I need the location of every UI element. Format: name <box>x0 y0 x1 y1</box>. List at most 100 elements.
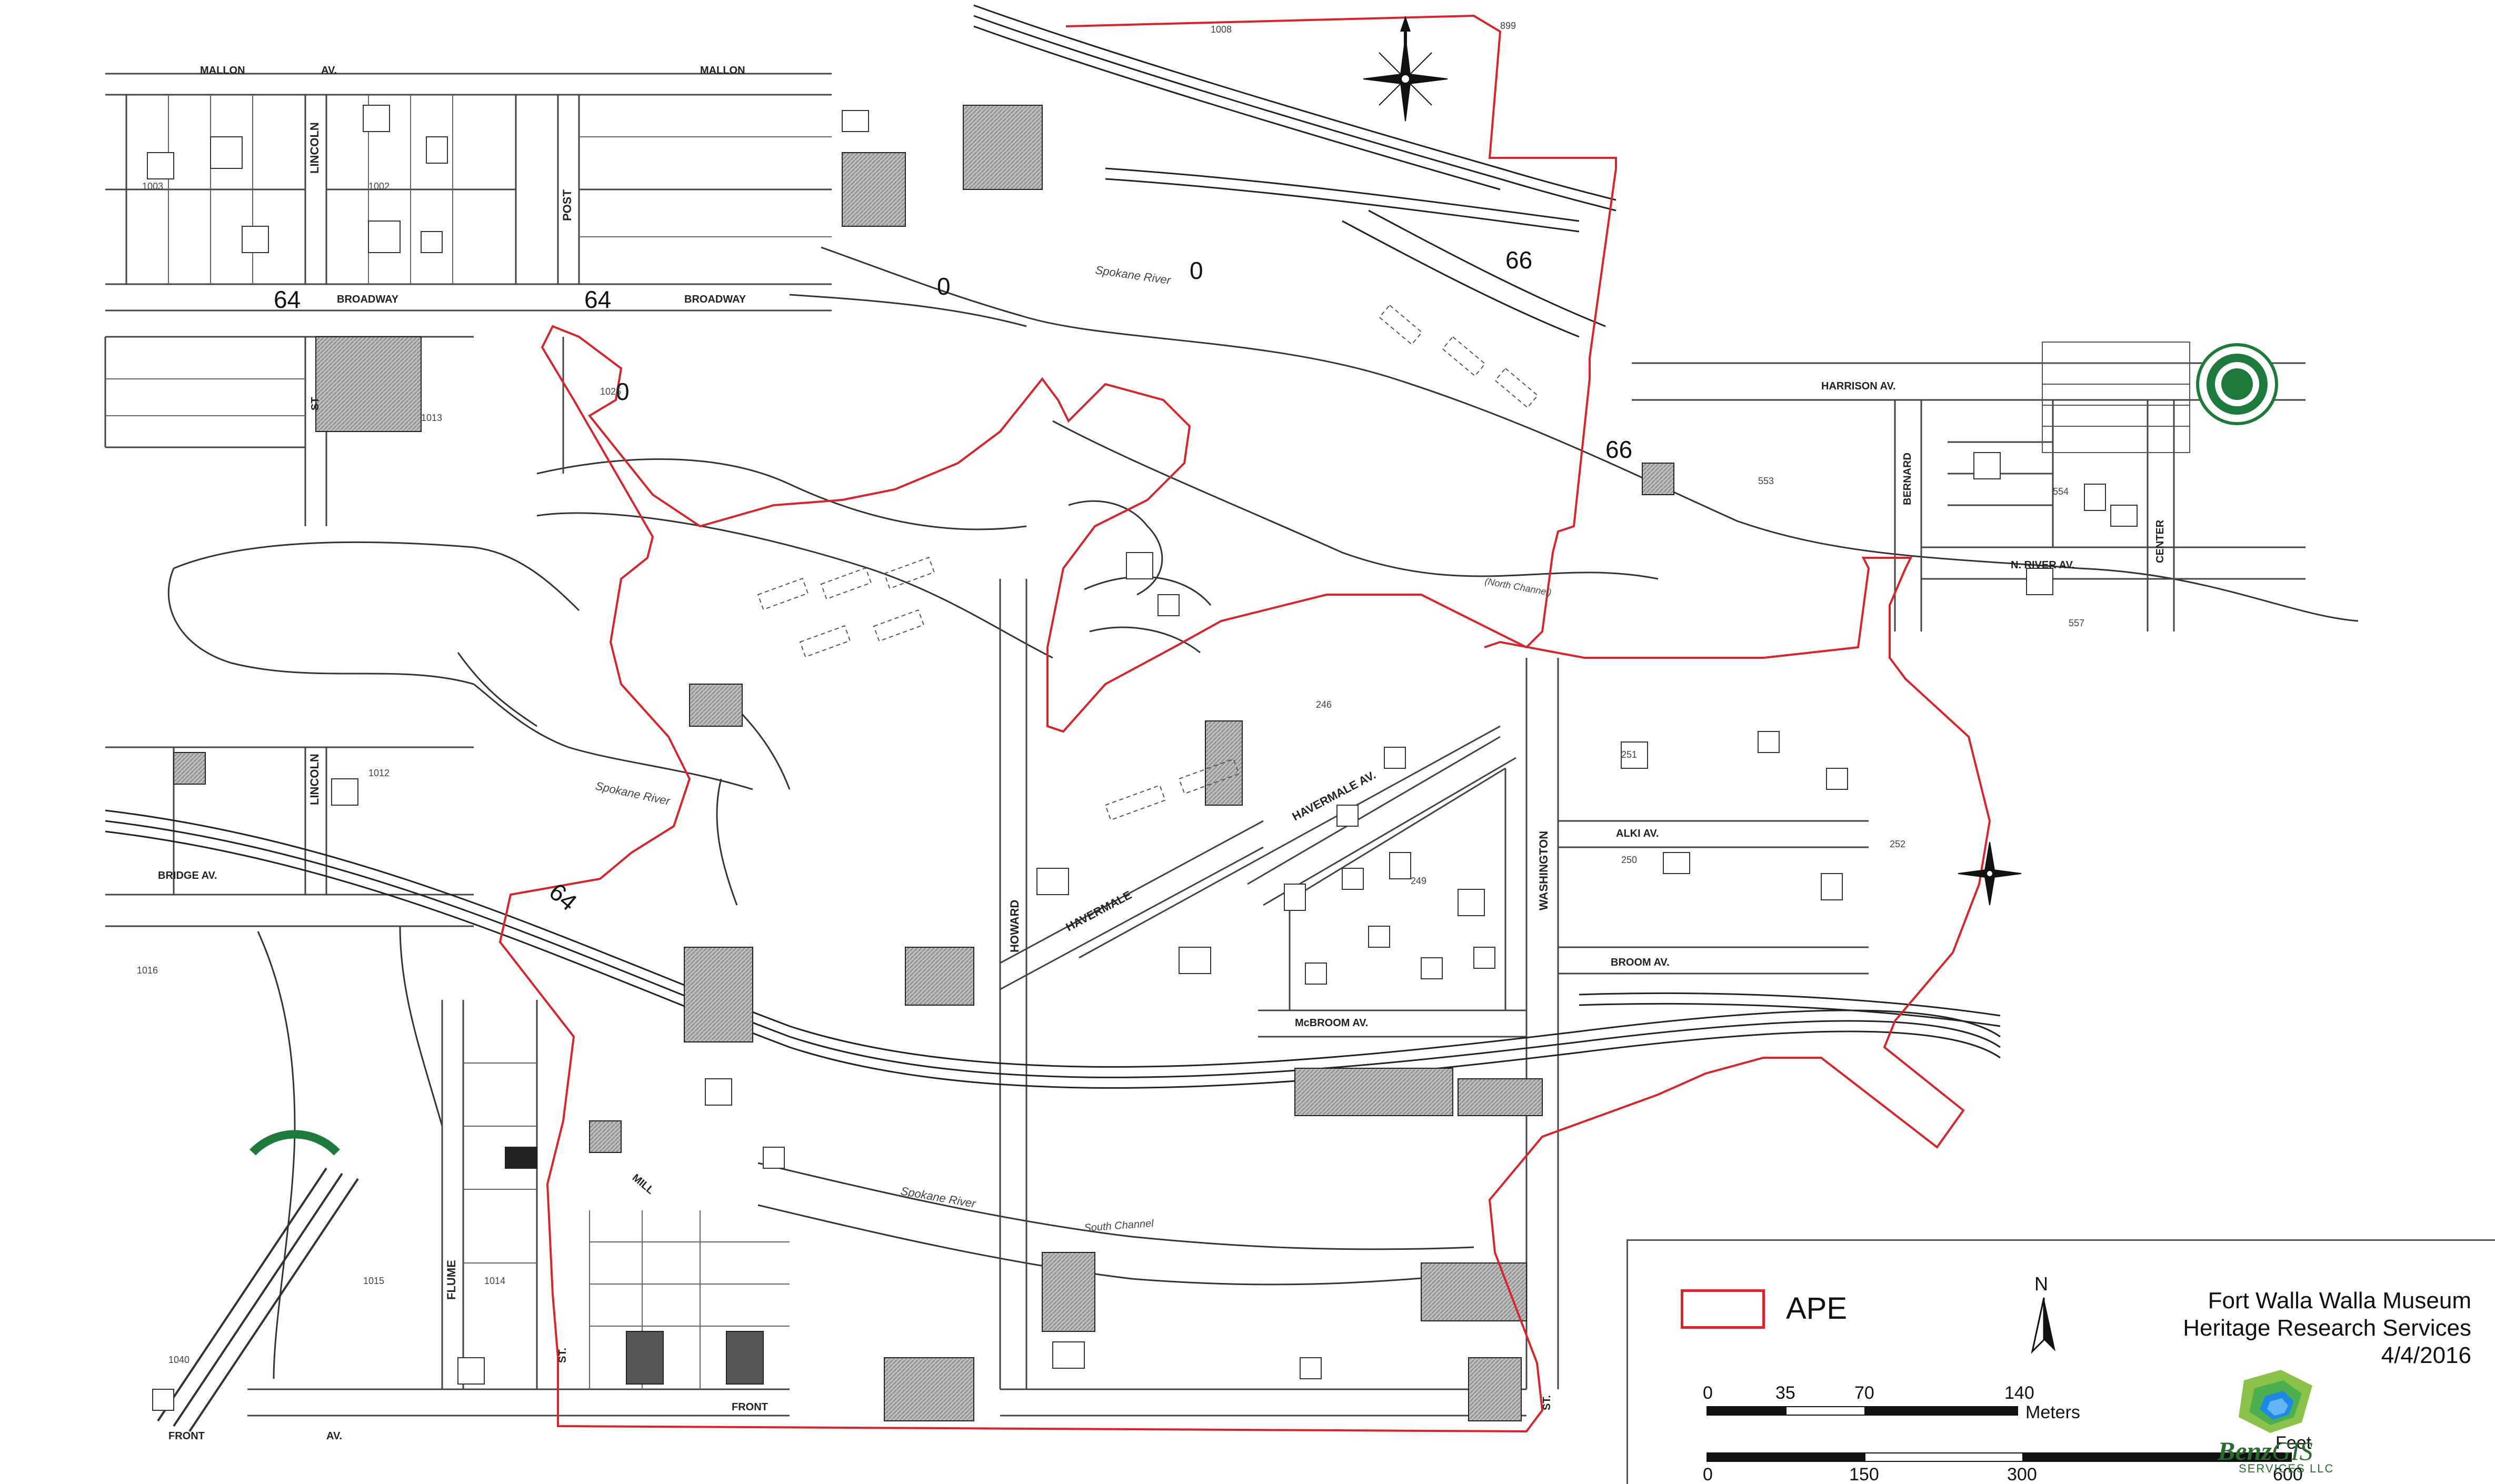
label-bernard: BERNARD <box>1902 453 1913 505</box>
label-flume: FLUME <box>445 1260 458 1300</box>
label-n-river-av: N. RIVER AV. <box>2011 559 2075 571</box>
lumber-yard-piles <box>757 304 1539 821</box>
lot-1002: 1002 <box>368 181 390 192</box>
benz-gis-subtitle: SERVICES LLC <box>2239 1462 2334 1475</box>
scale-f-300: 300 <box>2007 1465 2037 1484</box>
label-broadway-left: BROADWAY <box>337 294 399 305</box>
scale-m-140: 140 <box>2004 1383 2034 1403</box>
lot-554: 554 <box>2053 486 2069 497</box>
scale-f-600: 600 <box>2273 1465 2303 1484</box>
label-st-bottom: ST. <box>557 1348 568 1363</box>
label-bridge-av: BRIDGE AV. <box>158 870 217 881</box>
label-front-av: AV. <box>326 1430 342 1442</box>
river-shorelines <box>167 246 2359 1379</box>
scale-m-35: 35 <box>1775 1383 1795 1403</box>
street-labels: MALLON AV. MALLON BROADWAY BROADWAY LINC… <box>158 65 2166 1442</box>
credit-line-firm: Heritage Research Services <box>2183 1315 2471 1341</box>
label-washington: WASHINGTON <box>1537 831 1550 910</box>
frame-dwellings <box>147 105 2138 1411</box>
lot-1008: 1008 <box>1211 24 1232 35</box>
label-post: POST <box>561 189 574 221</box>
lot-lines <box>105 95 832 1389</box>
label-spokane-river-a: Spokane River <box>1094 263 1172 287</box>
label-broom-av: BROOM AV. <box>1611 957 1670 968</box>
map-credit-block: Fort Walla Walla Museum Heritage Researc… <box>2183 1287 2471 1369</box>
sheet-64b: 64 <box>584 286 611 313</box>
label-front-mid: FRONT <box>732 1401 768 1413</box>
label-center: CENTER <box>2154 519 2166 563</box>
scale-m-0: 0 <box>1703 1383 1713 1403</box>
lot-1025: 1025 <box>600 386 621 397</box>
label-lincoln-mid: LINCOLN <box>308 754 321 805</box>
scale-meters-label: Meters <box>2025 1402 2080 1422</box>
label-spokane-river-b: Spokane River <box>594 779 672 808</box>
lot-1012: 1012 <box>368 768 390 778</box>
sanborn-seal-bottom <box>249 1130 340 1156</box>
ape-legend-label: APE <box>1786 1291 1848 1326</box>
label-south-channel: South Channel <box>1084 1218 1154 1234</box>
label-lincoln-top: LINCOLN <box>308 122 321 174</box>
benz-gis-logo-icon <box>2239 1370 2312 1433</box>
scale-bar-graphic <box>1706 1406 2292 1462</box>
sanborn-title-block <box>2042 342 2190 453</box>
label-alki-av: ALKI AV. <box>1616 828 1659 839</box>
lot-1016: 1016 <box>137 965 158 976</box>
lot-1014: 1014 <box>484 1276 505 1286</box>
label-front-left: FRONT <box>168 1430 205 1442</box>
label-mallon-left: MALLON <box>200 65 245 76</box>
label-north-channel: (North Channel) <box>1484 576 1552 598</box>
lot-1040: 1040 <box>168 1355 189 1365</box>
lot-1013: 1013 <box>421 413 442 423</box>
sheet-64a: 64 <box>274 286 301 313</box>
sheet-66b: 66 <box>1605 436 1632 463</box>
label-broadway-right: BROADWAY <box>684 294 746 305</box>
lot-numbers: 1003 1002 1013 1025 1012 1015 1014 1040 … <box>137 21 2084 1365</box>
label-harrison-av: HARRISON AV. <box>1821 380 1896 392</box>
lot-252: 252 <box>1890 839 1905 849</box>
sheet-0b: 0 <box>1190 257 1203 284</box>
label-spokane-river-c: Spokane River <box>900 1184 977 1210</box>
legend-panel: APE N Fort Walla Walla Museum Heritage R… <box>1626 1239 2495 1484</box>
map-north-arrow-small <box>1400 16 1411 45</box>
sheet-66a: 66 <box>1505 246 1532 274</box>
ape-boundary <box>498 14 1991 1433</box>
lot-249: 249 <box>1411 876 1426 886</box>
lot-1003: 1003 <box>142 181 163 192</box>
street-grid-upper-left <box>104 73 832 1417</box>
benz-gis-wordmark: BenzGIS <box>2218 1436 2313 1466</box>
sheet-0c: 0 <box>616 378 630 405</box>
credit-line-date: 4/4/2016 <box>2381 1342 2471 1368</box>
scale-m-70: 70 <box>1854 1383 1874 1403</box>
scale-bars: 0 35 70 140 Meters 0 150 300 600 Feet <box>1696 1380 2311 1484</box>
lot-899: 899 <box>1500 21 1516 31</box>
label-st-right: ST. <box>1541 1395 1553 1410</box>
label-havermale: HAVERMALE <box>1064 888 1134 934</box>
label-mallon-right: MALLON <box>700 65 745 76</box>
sanborn-seal <box>2196 343 2278 425</box>
building-footprints <box>173 105 1674 1421</box>
lot-1015: 1015 <box>363 1276 384 1286</box>
map-compass-right <box>1958 841 2022 906</box>
label-mill: MILL <box>630 1172 656 1197</box>
lot-553: 553 <box>1758 476 1774 486</box>
railroad-lines <box>105 4 2001 1089</box>
lot-250: 250 <box>1621 855 1637 865</box>
sheet-0a: 0 <box>937 273 951 300</box>
flume-structure <box>157 1167 359 1432</box>
label-mallon-av: AV. <box>321 65 337 76</box>
lot-246: 246 <box>1316 699 1332 710</box>
scale-feet-label: Feet <box>2276 1433 2312 1453</box>
north-arrow-icon: N <box>2031 1273 2055 1354</box>
label-mcbroom-av: McBROOM AV. <box>1295 1017 1368 1029</box>
label-howard: HOWARD <box>1008 900 1021 952</box>
map-compass-top <box>1363 36 1448 122</box>
scale-f-150: 150 <box>1849 1465 1879 1484</box>
label-st: ST <box>310 397 321 410</box>
lot-251: 251 <box>1621 749 1637 760</box>
credit-line-museum: Fort Walla Walla Museum <box>2208 1288 2471 1313</box>
ape-legend-swatch <box>1681 1289 1765 1329</box>
north-letter: N <box>2034 1273 2048 1295</box>
scale-f-0: 0 <box>1703 1465 1713 1484</box>
